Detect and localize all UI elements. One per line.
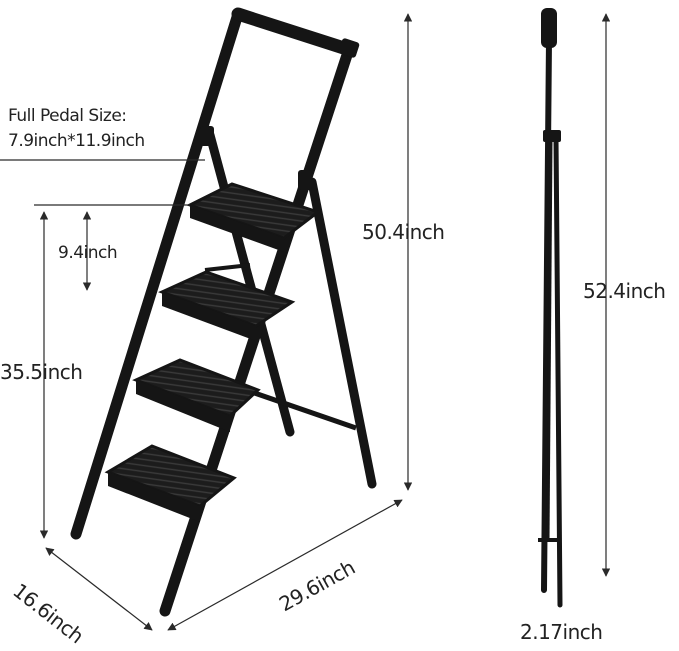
- step-3: [132, 358, 261, 432]
- step-1: [186, 182, 322, 252]
- hinge-left: [200, 126, 214, 146]
- folded-height-label: 52.4inch: [583, 279, 666, 303]
- dimension-lines: [0, 13, 611, 631]
- handle-bar: [231, 7, 357, 57]
- unfolded-ladder: [70, 7, 377, 617]
- rear-link: [204, 263, 251, 272]
- step-2: [158, 270, 296, 341]
- hinge-right: [298, 170, 312, 190]
- pedal-size-value: 7.9inch*11.9inch: [8, 131, 145, 151]
- step-spacing-label: 9.4inch: [58, 243, 118, 263]
- rear-leg-left: [205, 130, 295, 437]
- handle-cap: [338, 38, 360, 58]
- rear-brace: [239, 385, 357, 431]
- folded-handle: [541, 8, 557, 48]
- folded-ladder: [538, 8, 563, 608]
- pedal-size-title: Full Pedal Size:: [8, 106, 127, 126]
- rear-leg-right: [307, 177, 377, 489]
- front-rail-right: [159, 46, 354, 617]
- total-height-label: 50.4inch: [362, 220, 445, 244]
- platform-height-label: 35.5inch: [0, 360, 83, 384]
- folded-thickness-label: 2.17inch: [520, 620, 603, 644]
- front-rail-left: [70, 8, 244, 540]
